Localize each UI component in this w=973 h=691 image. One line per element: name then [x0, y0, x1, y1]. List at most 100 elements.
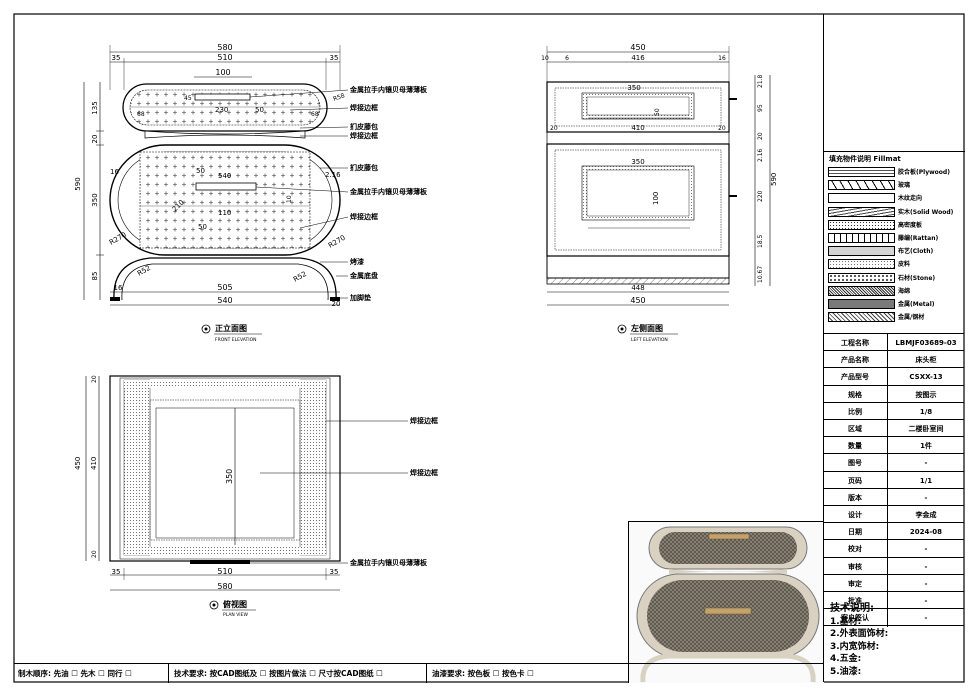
dim-left-416: 416: [631, 54, 645, 62]
title-block-value: -: [924, 493, 928, 502]
legend-label: 实木(Solid Wood): [898, 208, 954, 216]
dim-front-bottom-16: 16: [114, 284, 123, 292]
dim-plan-35-left: 35: [112, 568, 121, 576]
title-block-key: 产品型号: [823, 368, 888, 387]
legend-item: 金属(Metal): [828, 298, 960, 311]
note-2: 2.外表面饰材:: [830, 629, 889, 639]
legend-label: 胶合板(Plywood): [898, 169, 950, 176]
dim-front-85: 85: [91, 272, 99, 281]
left-elevation: 450 10 6 416 16 350 50 20 410 20 350 100: [541, 43, 778, 343]
legend-item: 石材(Stone): [828, 272, 960, 285]
dim-left-350b: 350: [631, 158, 644, 166]
legend-label: 布艺(Cloth): [898, 248, 934, 256]
legend-label: 金属/钢材: [898, 314, 925, 322]
title-block-value: 按图示: [915, 390, 937, 399]
dim-front-r270-right: R270: [327, 234, 347, 250]
dim-front-580: 580: [217, 43, 232, 52]
dim-left-450: 450: [630, 43, 645, 52]
note-4: 4.五金:: [830, 654, 862, 664]
dim-left-16: 16: [718, 55, 726, 62]
dim-left-10: 10: [541, 55, 549, 62]
dim-front-540-inner: 540: [218, 172, 231, 180]
dim-front-350: 350: [91, 193, 99, 206]
legend-label: 木纹走向: [898, 195, 923, 203]
dim-left-100: 100: [652, 192, 660, 205]
dim-front-590: 590: [74, 177, 82, 190]
callout-plan-2: 焊接边框: [410, 468, 438, 477]
title-block-key: 校对: [823, 540, 888, 559]
dim-front-bottom-20: 20: [332, 300, 341, 308]
dim-front-230: 230: [215, 106, 228, 114]
title-block-key: 工程名称: [823, 334, 888, 352]
legend-item: 高密度板: [828, 219, 960, 232]
dim-left-20b: 20: [718, 125, 726, 132]
dim-plan-510: 510: [217, 567, 232, 576]
dim-plan-410: 410: [90, 457, 98, 470]
callout-front-8: 烤漆: [350, 257, 364, 266]
title-block-row: 审核-: [823, 556, 964, 576]
nightstand-image: [636, 526, 820, 683]
title-block-value: CSXX-13: [909, 373, 943, 382]
legend-swatch-grain: [828, 193, 895, 204]
dim-front-r58: R58: [332, 92, 346, 103]
dim-front-50a: 50: [255, 106, 264, 114]
title-block-value: 1/8: [919, 407, 933, 416]
legend-item: 海绵: [828, 285, 960, 298]
legend-swatch-stone: [828, 272, 895, 283]
callout-front-3: 扪皮藤包: [350, 122, 378, 131]
title-block-key: 审核: [823, 557, 888, 576]
title-block-row: 设计李金成: [823, 505, 964, 524]
title-block-key: 产品名称: [823, 351, 888, 370]
legend-item: 藤编(Rattan): [828, 232, 960, 245]
title-block-key: 数量: [823, 437, 888, 456]
dim-left-h-18-5: 18.5: [757, 234, 764, 248]
title-block-value: 李金成: [915, 511, 937, 519]
title-block-key: 规格: [823, 385, 888, 404]
view-marker-icon: [209, 600, 219, 610]
title-block-key: 图号: [823, 454, 888, 473]
title-block-key: 区域: [823, 420, 888, 438]
dim-left-20a: 20: [550, 125, 558, 132]
dim-front-50c: 50: [198, 223, 207, 231]
front-subtitle: FRONT ELEVATION: [215, 337, 257, 343]
dim-front-110: 110: [218, 209, 231, 217]
view-marker-icon: [617, 324, 627, 334]
dim-left-h-10-67: 10.67: [757, 266, 764, 283]
left-subtitle: LEFT ELEVATION: [631, 337, 668, 343]
title-block-value: -: [924, 459, 928, 468]
dim-plan-20a: 20: [91, 375, 98, 383]
legend-item: 玻璃: [828, 179, 960, 192]
title-block-value: -: [924, 579, 928, 588]
title-block-row: 批准-: [823, 591, 964, 610]
front-title: 正立面图: [215, 323, 247, 333]
title-block-key: 客户签认: [823, 609, 888, 628]
left-title: 左侧面图: [630, 323, 663, 333]
title-block-key: 页码: [823, 471, 888, 490]
dim-left-bottom-450: 450: [630, 296, 645, 305]
sheet-border: [13, 13, 965, 683]
dim-front-50b: 50: [196, 167, 205, 175]
legend-title: 填充物件说明 Fillmat: [829, 155, 901, 163]
legend-label: 高密度板: [898, 221, 923, 229]
title-block-row: 规格 按图示: [823, 384, 964, 404]
title-block-value: -: [924, 597, 928, 605]
title-block-value: 二楼卧室间: [908, 425, 944, 433]
title-block-row: 区域 二楼卧室间: [823, 419, 964, 438]
dim-front-r52-left: R52: [136, 264, 152, 278]
callout-plan-1: 焊接边框: [410, 416, 438, 425]
footer-paint: 油漆要求: 按色板 ☐ 按色卡 ☐: [432, 669, 534, 678]
legend-swatch-solid: [828, 206, 895, 217]
title-block-row: 客户签认-: [823, 608, 964, 628]
legend-label: 海绵: [898, 287, 911, 295]
legend-swatch-steel: [828, 312, 895, 323]
note-3: 3.内宽饰材:: [830, 641, 880, 652]
legend-swatch-rattan: [828, 233, 895, 243]
dim-front-540: 540: [217, 296, 232, 305]
legend-swatch-cloth: [828, 246, 895, 257]
product-photo: [628, 521, 824, 683]
title-block-value: -: [924, 545, 928, 554]
dim-left-350a: 350: [627, 84, 640, 92]
